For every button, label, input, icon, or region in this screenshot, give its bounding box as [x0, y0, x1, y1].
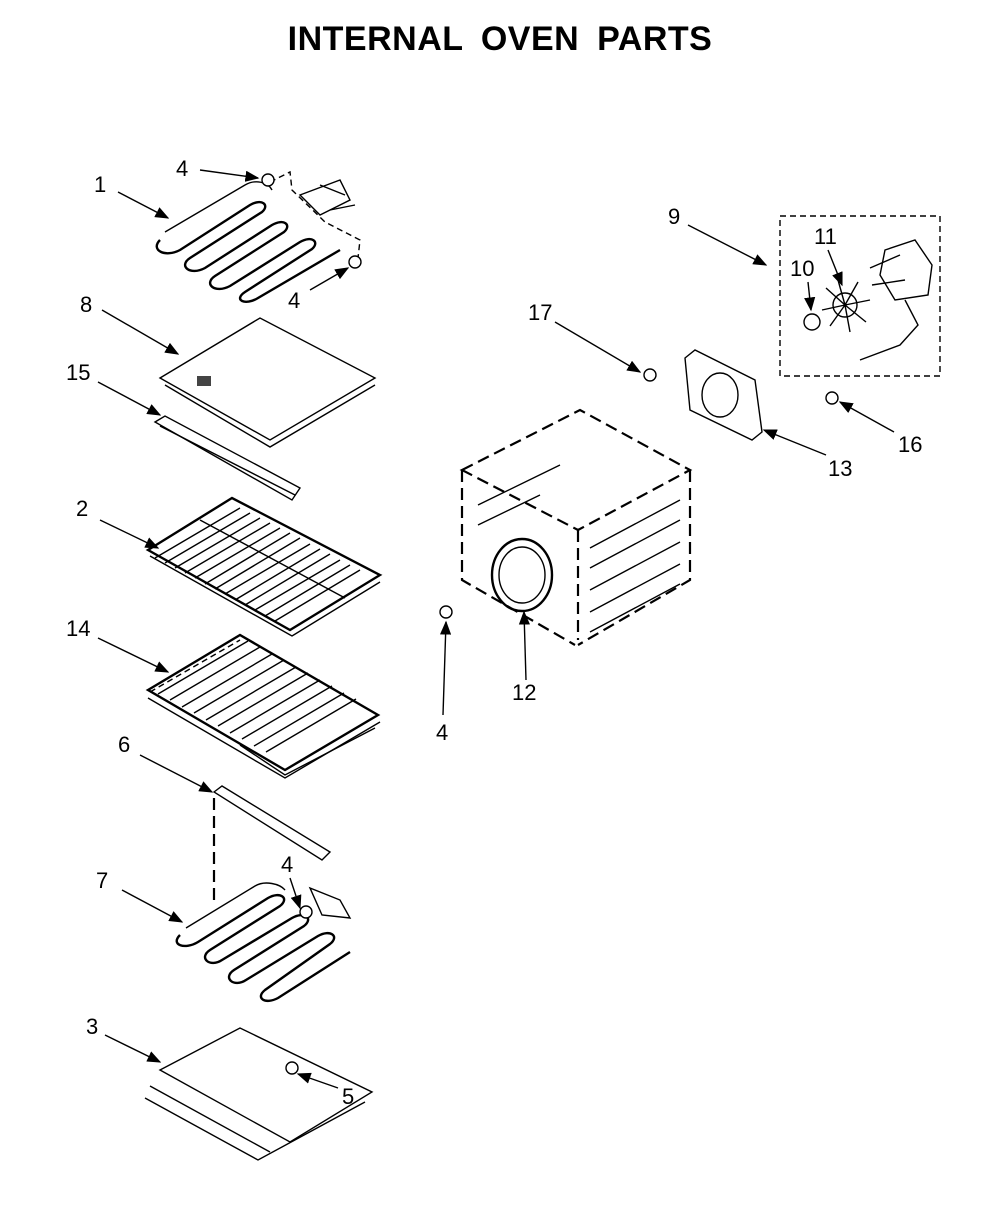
- callout-9: 9: [668, 204, 680, 229]
- callout-4-cavity: 4: [436, 720, 448, 745]
- screw-part-4-cavity[interactable]: [439, 605, 453, 619]
- callout-16: 16: [898, 432, 922, 457]
- callout-labels: 1 4 4 8 15 2 14 6 7 4 3 5 9 10 11 17 13 …: [66, 156, 922, 1109]
- callout-10: 10: [790, 256, 814, 281]
- callout-1: 1: [94, 172, 106, 197]
- callout-6: 6: [118, 732, 130, 757]
- oven-rack-part-2[interactable]: [145, 496, 383, 637]
- callout-4-element: 4: [288, 288, 300, 313]
- nut-part-10[interactable]: [803, 313, 821, 331]
- broil-element-part-1[interactable]: [155, 170, 361, 303]
- callout-4-top: 4: [176, 156, 188, 181]
- callout-7: 7: [96, 868, 108, 893]
- callout-8: 8: [80, 292, 92, 317]
- oven-cavity-part-12[interactable]: [459, 408, 693, 646]
- callout-13: 13: [828, 456, 852, 481]
- screw-part-4-top[interactable]: [261, 173, 362, 269]
- bottom-panel-part-3[interactable]: [144, 1027, 374, 1161]
- screw-part-16[interactable]: [825, 391, 839, 405]
- callout-3: 3: [86, 1014, 98, 1039]
- screw-part-5[interactable]: [285, 1061, 299, 1075]
- fan-blade-part-11[interactable]: [821, 279, 871, 333]
- callout-2: 2: [76, 496, 88, 521]
- diagram-title: INTERNAL OVEN PARTS: [287, 20, 713, 58]
- callout-5: 5: [342, 1084, 354, 1109]
- callout-11: 11: [814, 224, 837, 249]
- callout-14: 14: [66, 616, 90, 641]
- fan-shroud-part-13[interactable]: [684, 349, 763, 441]
- screw-part-4-bake[interactable]: [299, 905, 313, 919]
- rollout-rack-part-14[interactable]: [145, 633, 381, 779]
- trim-strip-part-15[interactable]: [153, 415, 302, 501]
- shield-panel-part-8[interactable]: [158, 317, 377, 448]
- callout-15: 15: [66, 360, 90, 385]
- callout-4-bake: 4: [281, 852, 293, 877]
- screw-part-17[interactable]: [643, 368, 657, 382]
- callout-12: 12: [512, 680, 536, 705]
- bracket-part-6[interactable]: [212, 785, 332, 900]
- bake-element-part-7[interactable]: [175, 882, 352, 1003]
- leader-lines: [97, 169, 895, 1089]
- callout-17: 17: [528, 300, 552, 325]
- convection-motor-assembly-part-9[interactable]: [779, 215, 941, 377]
